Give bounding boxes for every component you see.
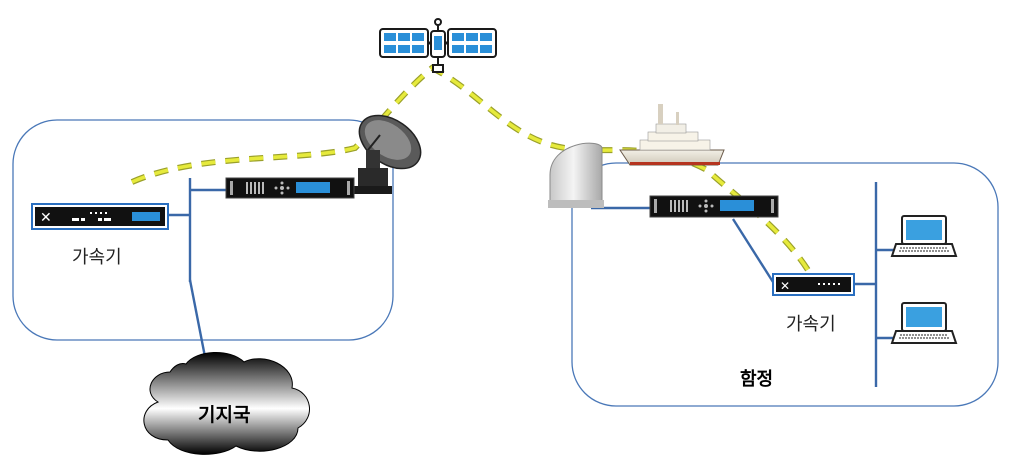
satellite-link [130,64,818,284]
radome-icon [548,142,604,208]
network-device-icon [225,177,355,199]
accelerator-label-right: 가속기 [786,314,836,335]
satellite-dish-icon [352,114,422,194]
laptop-icon [890,215,958,257]
cloud-icon [143,351,310,455]
ground-zone [12,119,394,341]
ground-links [168,178,226,363]
ship-icon [619,104,725,166]
accelerator-icon: ✕ [772,273,855,296]
accelerator-label-left: 가속기 [72,247,122,268]
ground-station-label: 기지국 [198,404,251,426]
svg-text:✕: ✕ [40,210,52,226]
satellite-icon [379,18,497,73]
svg-text:✕: ✕ [780,279,790,293]
vessel-zone [571,162,999,407]
network-device-icon [649,195,779,218]
vessel-links [591,182,896,387]
vessel-label: 함정 [740,369,774,390]
laptop-icon [890,302,958,344]
accelerator-icon: ✕ [31,203,169,230]
